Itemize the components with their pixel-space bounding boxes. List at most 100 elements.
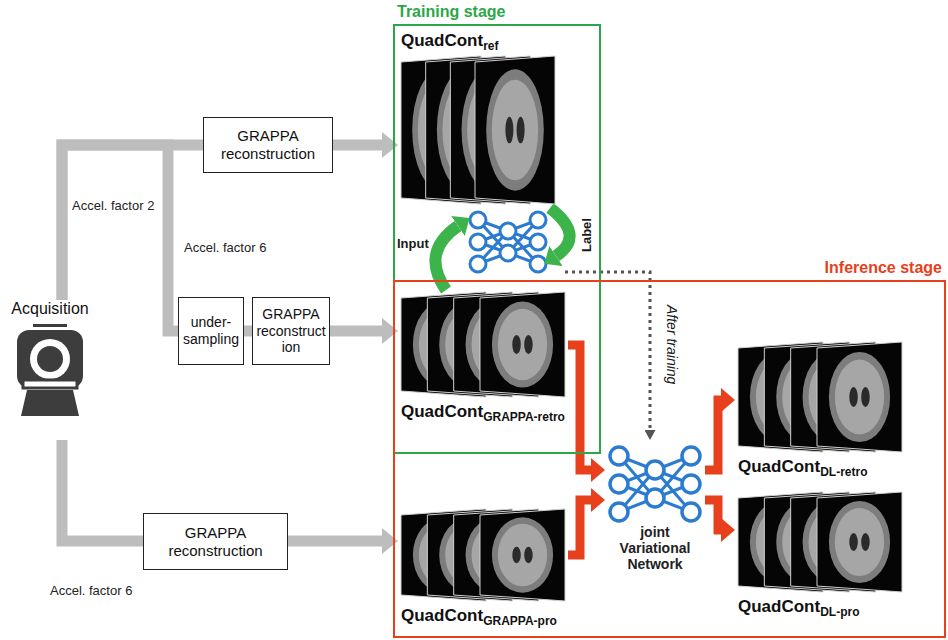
red-arrow <box>705 500 721 530</box>
slice-frame <box>817 492 902 592</box>
gray-arrow <box>288 536 382 547</box>
scanner-part <box>37 346 63 372</box>
image-label: QuadContGRAPPA-retro <box>398 401 568 423</box>
ventricle <box>849 387 858 407</box>
image-name: DL-retro <box>820 465 867 479</box>
stage-heading: Training stage <box>397 3 505 21</box>
image-stack: QuadContDL-pro <box>735 488 905 618</box>
box-label: GRAPPA reconstruction <box>256 306 326 356</box>
neuron <box>500 223 516 239</box>
image-stack-art <box>735 488 905 596</box>
ventricle <box>517 117 525 144</box>
slice-frame <box>817 342 902 452</box>
mri-slice <box>817 492 902 592</box>
image-stack-art <box>398 52 558 208</box>
red-arrow <box>705 400 721 470</box>
process-box: GRAPPA reconstruction <box>143 513 288 570</box>
neuron <box>646 489 664 507</box>
image-name: GRAPPA-pro <box>483 614 557 628</box>
image-stack: QuadContref <box>398 30 558 208</box>
neuron <box>682 447 700 465</box>
mri-slice <box>480 292 565 397</box>
neuron <box>682 475 700 493</box>
brain <box>486 69 544 190</box>
image-stack-art <box>735 338 905 456</box>
neuron <box>646 461 664 479</box>
image-name: QuadCont <box>738 597 820 616</box>
mri-slice <box>475 56 555 204</box>
ventricle <box>861 387 870 407</box>
scanner-part <box>21 390 79 416</box>
edge-label: Accel. factor 2 <box>70 198 156 213</box>
image-name: QuadCont <box>401 402 483 421</box>
image-stack-art <box>398 288 568 401</box>
neuron <box>470 212 486 228</box>
image-label: QuadContDL-retro <box>735 456 905 478</box>
image-name: ref <box>483 39 498 53</box>
edge-label: Accel. factor 6 <box>182 240 268 255</box>
image-stack: QuadContGRAPPA-pro <box>398 505 568 627</box>
scanner-part <box>30 339 70 379</box>
box-label: under-sampling <box>182 314 240 348</box>
neuron <box>530 256 546 272</box>
training-network <box>470 212 546 272</box>
gray-arrow <box>62 440 143 541</box>
brain <box>498 524 547 587</box>
ventricle <box>524 335 533 354</box>
network-node: joint Variational Network <box>605 440 705 572</box>
process-box: GRAPPA reconstruction <box>203 117 333 173</box>
ventricle <box>512 547 521 564</box>
process-box: under-sampling <box>178 297 244 365</box>
neuron <box>470 256 486 272</box>
slice-frame <box>480 292 565 397</box>
acquisition-label: Acquisition <box>2 300 98 318</box>
label-label: Label <box>579 218 595 252</box>
network-label: joint Variational Network <box>605 524 705 572</box>
slice-frame <box>475 56 555 204</box>
neuron <box>610 475 628 493</box>
brain <box>829 501 890 583</box>
gray-arrow <box>244 326 252 337</box>
scanner-node: Acquisition <box>2 300 98 440</box>
image-name: DL-pro <box>820 605 859 619</box>
neuron <box>682 503 700 521</box>
brain <box>835 360 884 435</box>
process-box: GRAPPA reconstruction <box>252 297 330 365</box>
brain <box>492 517 553 592</box>
neuron <box>470 234 486 250</box>
after-training-label: After training <box>664 305 680 384</box>
neuron <box>530 234 546 250</box>
input-label: Input <box>397 236 429 252</box>
neuron <box>610 447 628 465</box>
brain <box>492 301 553 387</box>
gray-arrow <box>330 326 382 337</box>
image-stack-art <box>398 505 568 605</box>
neuron <box>530 212 546 228</box>
red-arrow <box>568 500 591 555</box>
ventricle <box>849 533 858 551</box>
image-label: QuadContref <box>398 30 558 52</box>
edge-label: Accel. factor 6 <box>48 583 134 598</box>
label-arrow <box>550 208 570 256</box>
image-label: QuadContGRAPPA-pro <box>398 605 568 627</box>
image-stack: QuadContGRAPPA-retro <box>398 288 568 423</box>
gray-arrow <box>333 140 382 151</box>
brain <box>492 80 538 181</box>
scanner-part <box>23 380 77 388</box>
scanner-part <box>17 330 83 388</box>
image-name: GRAPPA-retro <box>483 410 565 424</box>
slice-frame <box>480 509 565 601</box>
image-name: QuadCont <box>401 31 483 50</box>
gray-arrow <box>62 145 203 300</box>
image-label: QuadContDL-pro <box>735 596 905 618</box>
mri-slice <box>817 342 902 452</box>
neuron <box>610 503 628 521</box>
brain <box>498 309 547 380</box>
neuron <box>500 245 516 261</box>
stage-heading: Inference stage <box>825 259 942 277</box>
box-label: GRAPPA reconstruction <box>147 524 284 560</box>
brain <box>835 508 884 576</box>
ventricle <box>861 533 870 551</box>
ventricle <box>505 117 513 144</box>
box-label: GRAPPA reconstruction <box>207 127 329 163</box>
